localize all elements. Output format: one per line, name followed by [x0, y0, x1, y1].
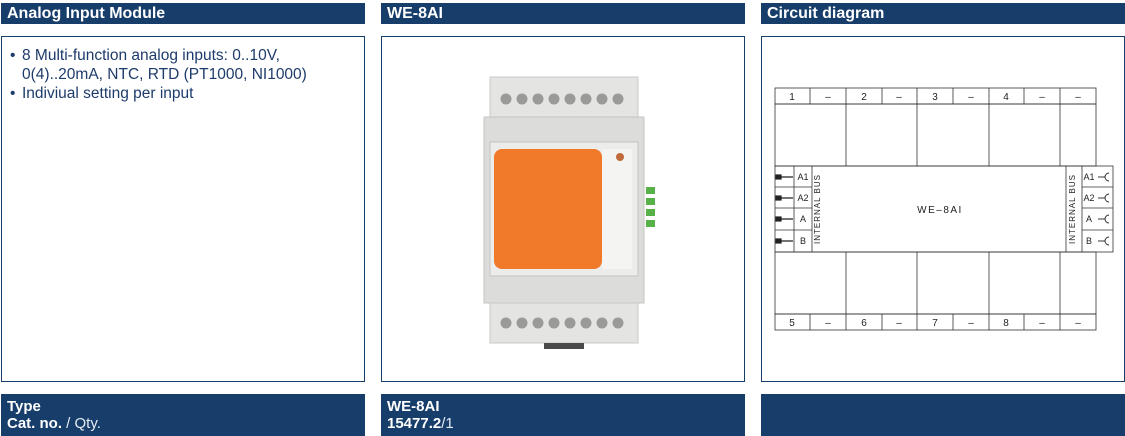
bottom-terminal-label: 8 [1003, 318, 1009, 329]
bottom-terminal-label: 7 [932, 318, 938, 329]
cat-no-label: Cat. no. [7, 415, 62, 432]
left-pin-label: A1 [797, 172, 808, 182]
right-pin-label: A1 [1083, 172, 1094, 182]
left-pin-label: A [800, 214, 806, 224]
right-pin-label: A2 [1083, 193, 1094, 203]
right-bus-label: INTERNAL BUS [1068, 174, 1077, 244]
type-label: Type [7, 398, 41, 415]
top-terminal-label: – [968, 92, 974, 103]
circuit-diagram-panel: 1 – 2 – 3 – 4 – – 5 – 6 – 7 – 8 – – A1 A… [761, 36, 1125, 382]
header-analog-input-module: Analog Input Module [1, 3, 365, 24]
bottom-terminal-label: – [968, 318, 974, 329]
qty-label: / Qty. [62, 415, 101, 432]
left-pin-label: A2 [797, 193, 808, 203]
bottom-terminal-label: – [1039, 318, 1045, 329]
top-terminal-label: – [896, 92, 902, 103]
right-pin-label: B [1086, 236, 1092, 246]
right-connectors [1098, 172, 1110, 246]
bottom-terminal-label: 5 [789, 318, 795, 329]
header-circuit-diagram: Circuit diagram [761, 3, 1125, 24]
bottom-terminal-label: – [896, 318, 902, 329]
bottom-terminal-label: – [1075, 318, 1081, 329]
feature-list: •8 Multi-function analog inputs: 0..10V,… [2, 37, 364, 103]
module-name-label: WE–8AI [917, 205, 963, 216]
bottom-screw-terminals [500, 317, 624, 329]
product-image [483, 76, 655, 349]
top-terminal-label: – [1075, 92, 1081, 103]
top-terminal-label: 2 [861, 92, 867, 103]
top-terminal-label: – [825, 92, 831, 103]
feature-item: •8 Multi-function analog inputs: 0..10V,… [10, 47, 307, 83]
bottom-terminal-label: – [825, 318, 831, 329]
model-value: WE-8AI [387, 398, 440, 415]
footer-type: Type Cat. no. / Qty. [1, 394, 365, 436]
top-terminal-label: – [1039, 92, 1045, 103]
top-terminal-label: 1 [789, 92, 795, 103]
left-connectors [775, 174, 793, 244]
header-we-8ai: WE-8AI [381, 3, 745, 24]
footer-empty [761, 394, 1125, 436]
feature-item: •Indiviual setting per input [10, 85, 194, 102]
top-terminal-label: 3 [932, 92, 938, 103]
product-image-panel [381, 36, 745, 382]
left-pin-label: B [800, 236, 806, 246]
qty-value: /1 [441, 415, 454, 432]
cat-no-value: 15477.2 [387, 415, 442, 432]
footer-product: WE-8AI 15477.2/1 [381, 394, 745, 436]
circuit-diagram: 1 – 2 – 3 – 4 – – 5 – 6 – 7 – 8 – – A1 A… [774, 87, 1114, 331]
top-screw-terminals [500, 93, 624, 105]
bottom-terminal-label: 6 [861, 318, 867, 329]
features-panel: •8 Multi-function analog inputs: 0..10V,… [1, 36, 365, 382]
top-terminal-label: 4 [1003, 92, 1009, 103]
left-bus-label: INTERNAL BUS [813, 174, 822, 244]
right-pin-label: A [1086, 214, 1092, 224]
